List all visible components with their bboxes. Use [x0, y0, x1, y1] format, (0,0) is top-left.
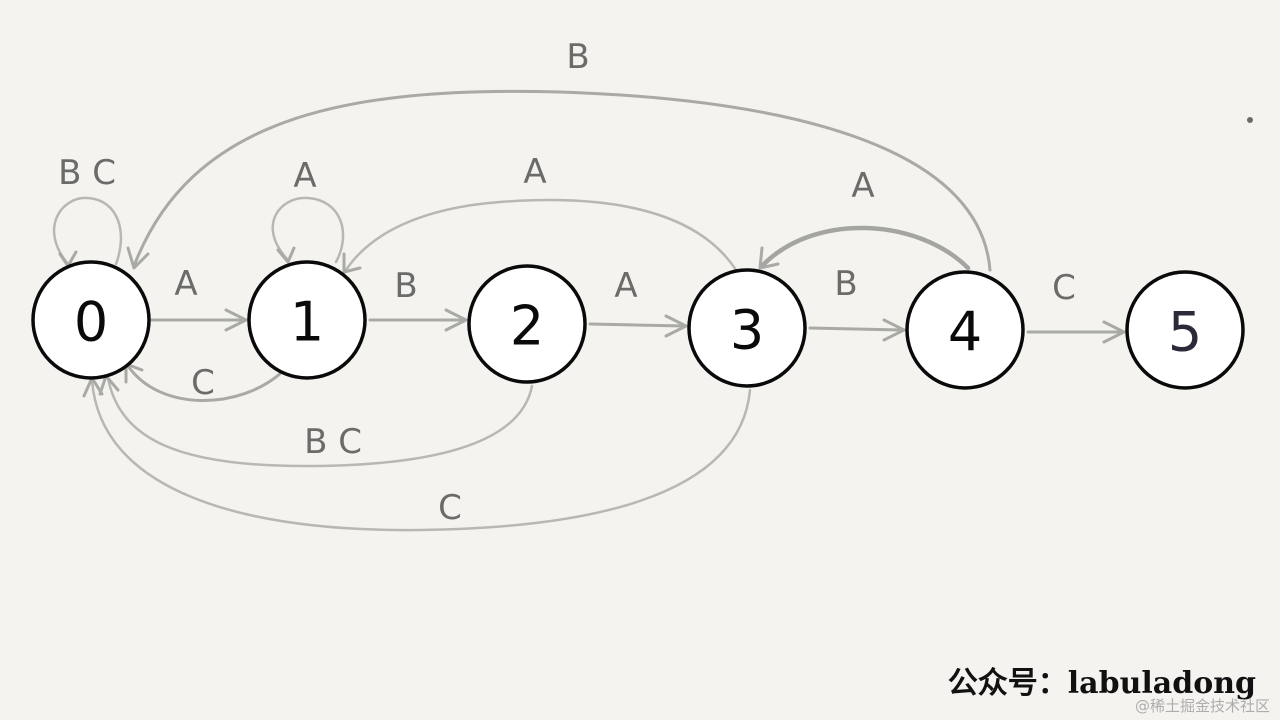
state-label-5: 5 [1168, 301, 1202, 364]
edge-label-3-1: A [523, 152, 546, 192]
state-node-4: 4 [905, 270, 1025, 390]
state-node-0: 0 [31, 260, 151, 380]
edge-label-0-0: B C [58, 153, 116, 193]
watermark: @稀土掘金技术社区 [1134, 697, 1270, 715]
edge-0-0: B C [52, 153, 123, 268]
edge-2-0: B C [98, 374, 534, 468]
edge-label-1-0: C [191, 363, 215, 403]
state-node-2: 2 [467, 264, 587, 384]
edge-3-1: A [342, 152, 738, 274]
edge-3-0: C [82, 376, 752, 532]
edge-0-1: A [150, 264, 248, 332]
edge-4-5: C [1026, 268, 1126, 344]
state-label-1: 1 [290, 291, 324, 354]
edge-label-4-3: A [851, 166, 874, 206]
state-label-0: 0 [74, 291, 108, 354]
state-label-4: 4 [948, 301, 982, 364]
edge-1-1: A [271, 156, 345, 264]
edge-2-3: A [588, 266, 688, 338]
edge-1-2: B [368, 266, 468, 332]
edge-label-1-1: A [293, 156, 316, 196]
edge-label-2-3: A [614, 266, 637, 306]
edge-label-4-5: C [1052, 268, 1076, 308]
edge-label-0-1: A [174, 264, 197, 304]
edge-label-2-0: B C [304, 422, 362, 462]
edge-1-0: C [124, 362, 284, 403]
edge-3-4: B [808, 264, 906, 342]
edge-label-1-2: B [394, 266, 417, 306]
state-label-3: 3 [730, 299, 764, 362]
stray-dot [1247, 117, 1253, 123]
edge-label-3-0: C [438, 488, 462, 528]
footer-account-label: 公众号：labuladong [947, 666, 1256, 701]
edge-label-3-4: B [834, 264, 857, 304]
state-label-2: 2 [510, 295, 544, 358]
edge-4-3: A [758, 166, 971, 271]
state-node-1: 1 [247, 260, 367, 380]
edge-label-4-0: B [566, 37, 589, 77]
state-node-3: 3 [687, 268, 807, 388]
state-node-5: 5 [1125, 270, 1245, 390]
edge-4-0: B [126, 37, 992, 272]
